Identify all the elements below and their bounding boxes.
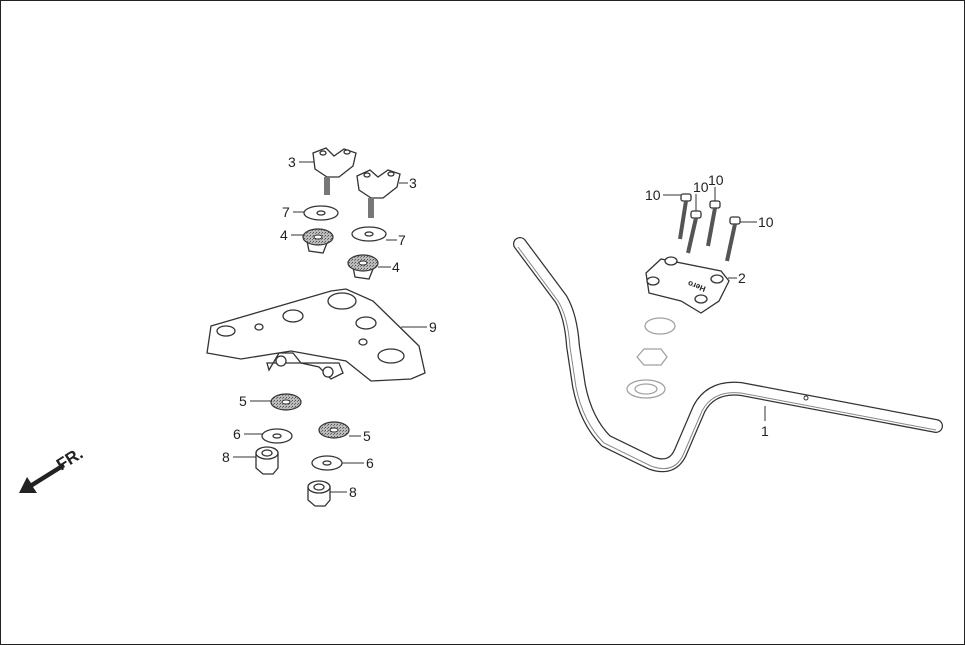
callout-10: 10 [758,214,774,230]
callout-1: 1 [761,423,769,439]
callout-6: 6 [366,455,374,471]
callout-7: 7 [398,232,406,248]
washer-part-7 [303,205,387,242]
leader-lines [233,161,766,493]
ghost-hardware [626,317,676,399]
upper-holder-part-2: Hero [645,256,730,314]
callout-5: 5 [239,393,247,409]
callout-10: 10 [708,172,724,188]
callout-2: 2 [738,270,746,286]
washer-part-6 [261,428,343,471]
callout-3: 3 [409,175,417,191]
callout-4: 4 [280,227,288,243]
callout-9: 9 [429,319,437,335]
handlebar-part-1 [513,237,943,473]
callout-3: 3 [288,154,296,170]
front-direction-arrow-icon [19,463,65,493]
top-bridge-plate-part-9 [206,288,426,382]
rubber-bush-part-4 [302,228,379,280]
callout-5: 5 [363,428,371,444]
callout-10: 10 [645,187,661,203]
callout-6: 6 [233,426,241,442]
nut-part-8 [255,446,331,507]
callout-7: 7 [282,204,290,220]
rubber-bush-part-5 [270,393,350,439]
callout-labels: 3 3 7 4 7 4 9 5 6 5 8 6 8 10 10 10 10 2 … [222,154,774,500]
callout-4: 4 [392,259,400,275]
handlebar-holder-part-3 [312,147,401,218]
bolt-part-10 [678,193,741,262]
callout-8: 8 [222,449,230,465]
callout-8: 8 [349,484,357,500]
callout-10: 10 [693,179,709,195]
